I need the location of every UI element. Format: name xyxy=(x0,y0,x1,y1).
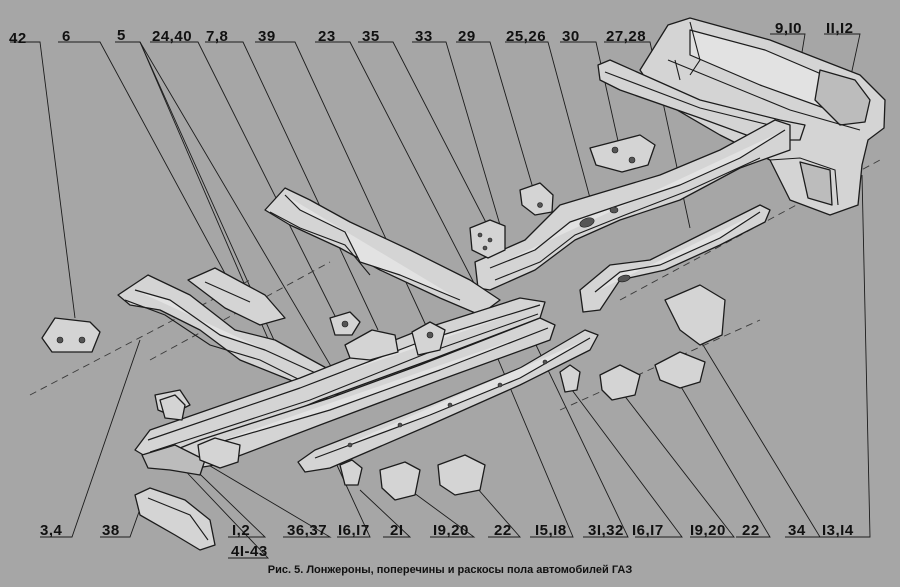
sill-member-31-32 xyxy=(297,329,599,473)
label-9-10: 9,I0 xyxy=(775,20,803,37)
bracket-36-37 xyxy=(197,437,241,469)
leader-31-32 xyxy=(524,321,629,538)
leader-39 xyxy=(255,41,429,331)
bracket-34 xyxy=(664,284,726,346)
leader-27-28 xyxy=(604,41,691,229)
long-member-27-28 xyxy=(579,204,771,313)
label-36-37: 36,37 xyxy=(287,522,328,539)
label-24-40: 24,40 xyxy=(152,28,193,45)
label-21: 2I xyxy=(390,522,404,539)
label-6: 6 xyxy=(62,28,71,45)
figure-caption: Рис. 5. Лонжероны, поперечины и раскосы … xyxy=(267,564,633,576)
label-3-4: 3,4 xyxy=(40,522,63,539)
leader-41-43 xyxy=(174,459,270,559)
leader-22a xyxy=(469,479,521,538)
label-31-32: 3I,32 xyxy=(588,522,624,539)
leader-34 xyxy=(699,339,821,538)
leader-30 xyxy=(560,41,621,151)
bracket-19-20a xyxy=(379,461,421,501)
label-27-28: 27,28 xyxy=(606,28,647,45)
bracket-33 xyxy=(469,219,506,259)
leader-22b xyxy=(679,384,771,538)
bracket-30 xyxy=(589,134,656,173)
bracket-22a xyxy=(437,454,486,496)
leader-24-40 xyxy=(150,41,339,323)
label-29: 29 xyxy=(458,28,476,45)
leader-35 xyxy=(358,41,496,241)
label-19-20-right: I9,20 xyxy=(690,522,726,539)
label-33: 33 xyxy=(415,28,433,45)
label-22-right: 22 xyxy=(742,522,760,539)
label-35: 35 xyxy=(362,28,380,45)
label-15-18: I5,I8 xyxy=(535,522,567,539)
leader-5b xyxy=(139,41,343,386)
rear-side-member xyxy=(597,59,806,141)
leader-16-17b xyxy=(571,389,683,538)
small-brackets xyxy=(159,284,726,501)
label-41-43: 4I-43 xyxy=(231,543,268,560)
label-38: 38 xyxy=(102,522,120,539)
leader-36-37 xyxy=(199,459,332,538)
bracket-39 xyxy=(411,321,446,356)
label-13-14: I3,I4 xyxy=(822,522,854,539)
leader-1-2 xyxy=(174,449,267,538)
bracket-29 xyxy=(519,182,554,216)
bracket-5 xyxy=(159,394,186,421)
leader-19-20a xyxy=(409,489,476,538)
label-7-8: 7,8 xyxy=(206,28,229,45)
leader-21 xyxy=(359,489,412,538)
leader-42 xyxy=(10,41,76,319)
label-16-17: I6,I7 xyxy=(338,522,370,539)
leader-11-12 xyxy=(824,33,861,81)
leader-13-14 xyxy=(820,174,871,538)
bracket-42 xyxy=(41,317,101,353)
label-34: 34 xyxy=(788,522,806,539)
label-19-20: I9,20 xyxy=(433,522,469,539)
label-39: 39 xyxy=(258,28,276,45)
cross-member-23 xyxy=(264,187,501,316)
label-42: 42 xyxy=(9,30,27,47)
leader-25-26 xyxy=(505,41,591,199)
leader-6 xyxy=(58,41,236,293)
bracket-16-17a xyxy=(339,459,363,486)
label-16-17-right: I6,I7 xyxy=(632,522,664,539)
leader-15-18 xyxy=(489,339,574,538)
label-5: 5 xyxy=(117,27,126,44)
leader-29 xyxy=(456,41,536,196)
bracket-7-8 xyxy=(344,329,399,361)
label-25-26: 25,26 xyxy=(506,28,547,45)
label-22: 22 xyxy=(494,522,512,539)
leader-19-20b xyxy=(619,389,735,538)
label-1-2: I,2 xyxy=(232,522,251,539)
label-23: 23 xyxy=(318,28,336,45)
bracket-19-20b xyxy=(599,364,641,401)
label-11-12: II,I2 xyxy=(826,20,854,37)
bracket-16-17b xyxy=(559,364,581,393)
bracket-22b xyxy=(654,351,706,389)
leader-3-4 xyxy=(40,339,141,538)
label-30: 30 xyxy=(562,28,580,45)
long-member-25-26 xyxy=(474,119,791,291)
bracket-6 xyxy=(187,267,286,326)
leader-23 xyxy=(315,41,476,286)
bracket-38 xyxy=(134,487,216,551)
sill-member-15-18 xyxy=(174,317,556,471)
leader-33 xyxy=(412,41,501,226)
